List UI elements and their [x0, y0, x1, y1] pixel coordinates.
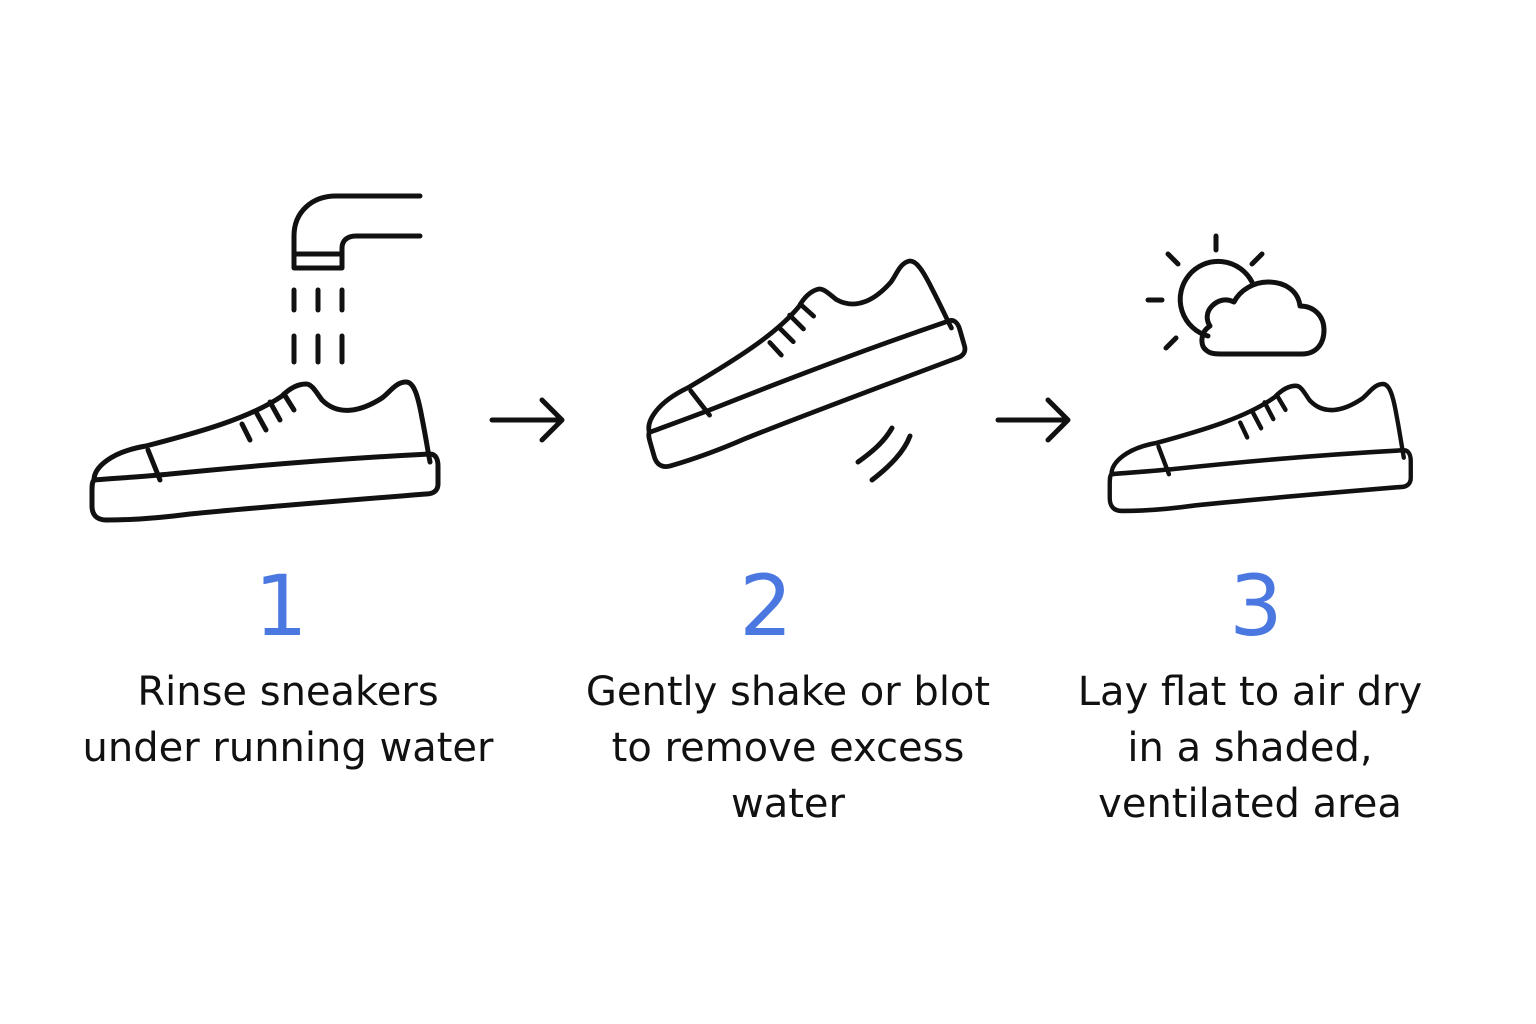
step-caption-3: Lay flat to air dry in a shaded, ventila… — [1077, 669, 1423, 827]
step-caption-2: Gently shake or blot to remove excess wa… — [585, 669, 991, 827]
sneaker-icon — [622, 253, 974, 470]
water-stream-icon — [291, 287, 345, 365]
step-number-1: 1 — [254, 557, 308, 655]
faucet-icon — [291, 193, 423, 271]
step-number-2: 2 — [739, 557, 793, 655]
sneaker-icon — [1110, 384, 1411, 511]
sneaker-icon — [92, 382, 438, 520]
step-number-3: 3 — [1229, 557, 1283, 655]
motion-lines-icon — [855, 425, 913, 483]
process-illustration — [0, 193, 1536, 560]
sun-behind-cloud-icon — [1145, 233, 1327, 357]
step-caption-1: Rinse sneakers under running water — [82, 669, 494, 771]
arrow-right-icon — [998, 400, 1068, 440]
arrow-right-icon — [492, 400, 562, 440]
